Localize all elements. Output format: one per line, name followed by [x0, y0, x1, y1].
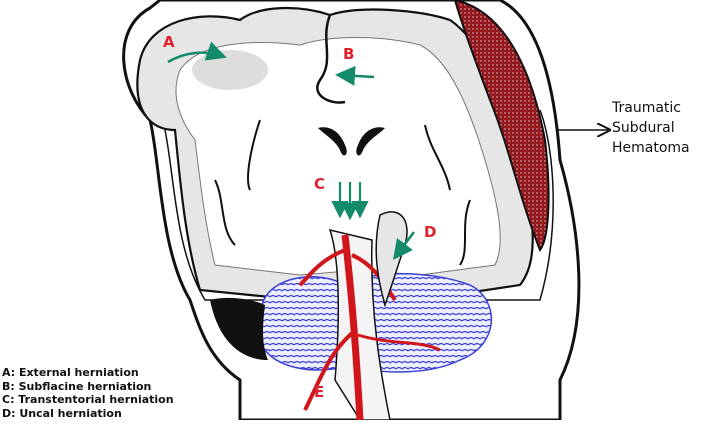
arrow-a — [167, 41, 227, 64]
legend-item-a: A: External herniation — [2, 366, 139, 379]
uncus — [375, 211, 408, 308]
white-matter — [175, 37, 501, 276]
arrow-b — [335, 65, 375, 86]
external-herniation-stipple — [192, 50, 268, 90]
callout-line3: Hematoma — [612, 140, 690, 156]
label-d: D — [424, 223, 437, 241]
label-a: A — [163, 33, 175, 51]
legend-item-c: C: Transtentorial herniation — [2, 393, 174, 406]
label-b: B — [343, 45, 355, 63]
basilar-artery — [341, 234, 364, 421]
left-ventricle — [318, 127, 347, 156]
hematoma-callout: Traumatic Subdural Hematoma — [612, 98, 690, 158]
subdural-hematoma — [453, 0, 550, 252]
legend-item-d: D: Uncal herniation — [2, 406, 122, 420]
callout-line2: Subdural — [612, 120, 675, 136]
legend: A: External herniation B: Subflacine her… — [2, 366, 174, 420]
arrow-d — [393, 231, 415, 260]
legend-item-b: B: Subflacine herniation — [2, 379, 152, 393]
right-ventricle — [356, 127, 385, 156]
callout-line1: Traumatic — [612, 100, 681, 116]
label-e: E — [314, 383, 325, 401]
label-c: C — [314, 175, 326, 193]
falx — [316, 14, 346, 104]
